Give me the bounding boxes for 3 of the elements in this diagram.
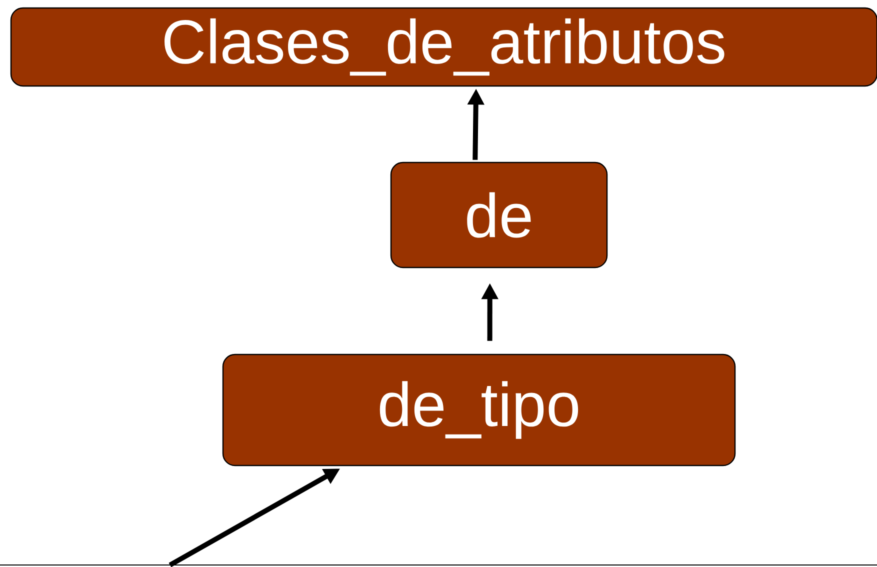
process-box: de_tipo bbox=[222, 354, 736, 466]
process-box: de bbox=[390, 162, 608, 268]
process-box: Clases_de_atributos bbox=[10, 7, 877, 87]
